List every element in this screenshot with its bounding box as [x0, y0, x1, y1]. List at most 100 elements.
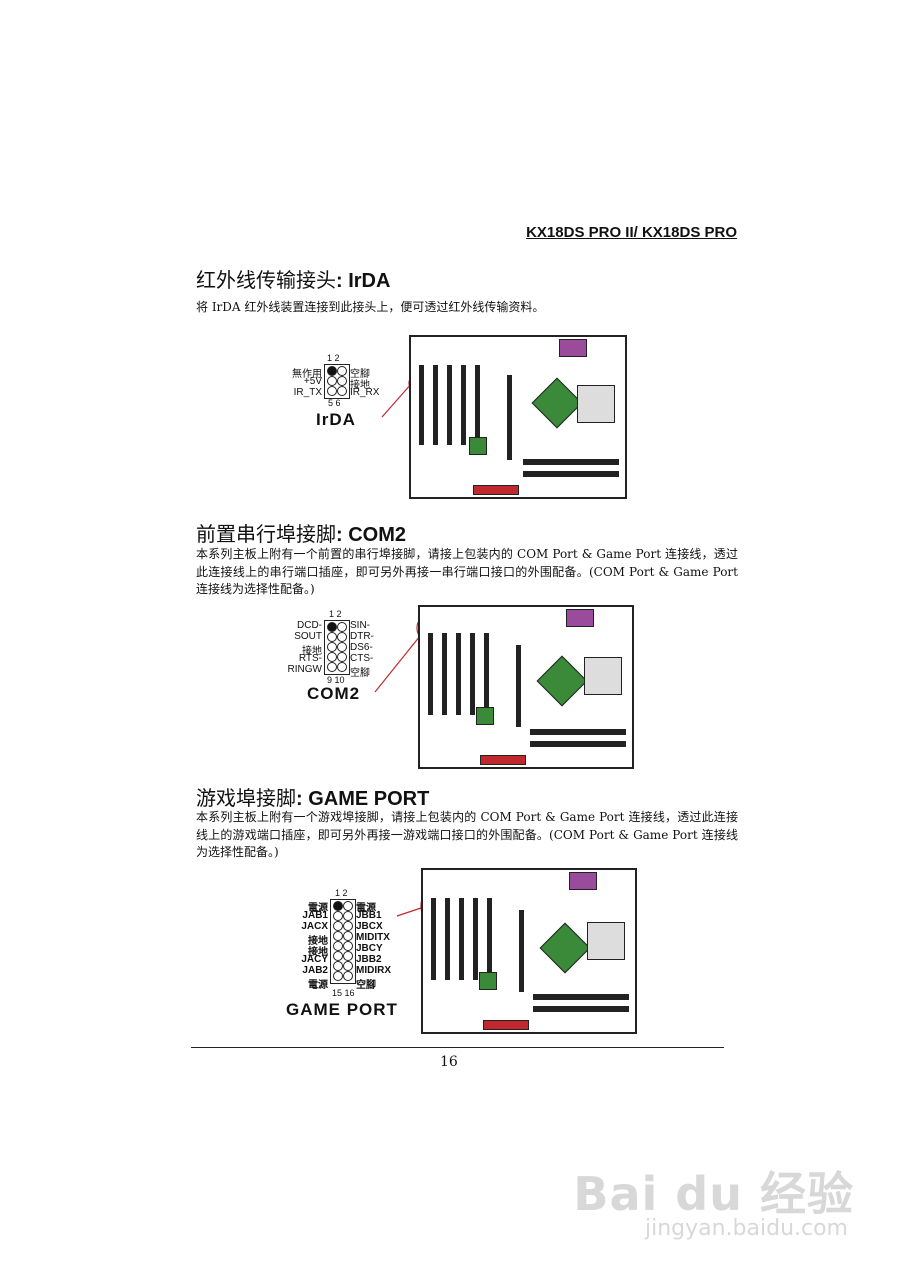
pin-label-right-6: JBB2 [356, 954, 382, 965]
dimm-slot [530, 729, 626, 735]
pin-number-top: 1 2 [329, 609, 342, 619]
pin [333, 931, 343, 941]
southbridge-chip [479, 972, 497, 990]
pci-slot [419, 365, 424, 445]
pin-label-right-5: 空腳 [350, 668, 370, 679]
pin-number-top: 1 2 [335, 888, 348, 898]
pin-6 [337, 386, 347, 396]
game-port-pin-diagram: 1 2 電源 JAB1 JACX 接地 接地 JACY JAB2 電源 電源 [284, 884, 414, 1024]
pin-label-left-8: 電源 [308, 980, 328, 991]
pin-label-right-4: MIDITX [356, 932, 390, 943]
pin-label-right-2: 接地 [350, 380, 370, 391]
pin [343, 941, 353, 951]
pin [333, 941, 343, 951]
pci-slot [487, 898, 492, 980]
section-title-game-port: 游戏埠接脚: GAME PORT [196, 782, 429, 811]
parallel-port [569, 872, 597, 890]
pin-label-right-1: 電源 [356, 903, 376, 914]
pin-number-bottom: 9 10 [327, 675, 345, 685]
cpu-socket [587, 922, 625, 960]
pin-label-right-8: 空腳 [356, 980, 376, 991]
agp-slot [519, 910, 524, 992]
pin-label-right-7: MIDIRX [356, 965, 391, 976]
motherboard-diagram-com2 [418, 605, 634, 769]
pin-label-left-1: 電源 [308, 903, 328, 914]
pin [333, 971, 343, 981]
pin-number-bottom: 15 16 [332, 988, 355, 998]
pin-label-left-1: 無作用 [292, 369, 322, 380]
pin [337, 642, 347, 652]
connector-name: IrDA [316, 410, 356, 429]
section-body-game-port: 本系列主板上附有一个游戏埠接脚，请接上包装内的 COM Port & Game … [196, 810, 738, 859]
title-en: : GAME PORT [296, 788, 430, 810]
parallel-port [559, 339, 587, 357]
title-cn: 红外线传输接头 [196, 268, 336, 292]
pci-slot [433, 365, 438, 445]
pin-2 [343, 901, 353, 911]
pin [343, 951, 353, 961]
motherboard-diagram-game-port [421, 868, 637, 1034]
pci-slot [461, 365, 466, 445]
connector-name: COM2 [307, 684, 361, 703]
pin [337, 632, 347, 642]
pin-header [324, 620, 350, 675]
connector-name: GAME PORT [286, 1000, 398, 1019]
pci-slot [484, 633, 489, 715]
parallel-port [566, 609, 594, 627]
pin [327, 632, 337, 642]
pin [327, 652, 337, 662]
pin [343, 931, 353, 941]
pin-header [330, 899, 356, 984]
pin-2 [337, 622, 347, 632]
pin-number-bottom: 5 6 [328, 398, 341, 408]
pin [333, 951, 343, 961]
pin-1 [333, 901, 343, 911]
pin-label-left-7: JAB2 [302, 965, 328, 976]
section-body-com2: 本系列主板上附有一个前置的串行埠接脚，请接上包装内的 COM Port & Ga… [196, 547, 738, 596]
pin-label-left-4: RTS- [298, 653, 322, 664]
com2-pin-diagram: 1 2 DCD- SOUT 接地 RTS- RINGW SIN- DTR- DS… [280, 605, 410, 705]
pin-label-left-3: JACX [301, 921, 328, 932]
pci-slot [445, 898, 450, 980]
agp-slot [516, 645, 521, 727]
pin [337, 662, 347, 672]
title-en: : COM2 [336, 524, 406, 546]
pci-slot [447, 365, 452, 445]
dimm-slot [533, 994, 629, 1000]
pin [343, 911, 353, 921]
cpu-socket [577, 385, 615, 423]
pin-2 [337, 366, 347, 376]
pin-label-left-2: +5V [303, 376, 322, 387]
section-title-irda: 红外线传输接头: IrDA [196, 264, 390, 293]
agp-slot [507, 375, 512, 460]
pin [333, 911, 343, 921]
pin [327, 642, 337, 652]
southbridge-chip [469, 437, 487, 455]
section-title-com2: 前置串行埠接脚: COM2 [196, 518, 406, 547]
pin-3 [327, 376, 337, 386]
cpu-socket [584, 657, 622, 695]
pin [333, 921, 343, 931]
pin-label-left-6: JACY [301, 954, 328, 965]
ide-connector [483, 1020, 529, 1030]
model-header: KX18DS PRO II/ KX18DS PRO [526, 224, 737, 241]
pin-4 [337, 376, 347, 386]
irda-pin-diagram: 1 2 無作用 +5V IR_TX 空腳 接地 IR_RX 5 6 IrDA [290, 350, 400, 430]
title-cn: 前置串行埠接脚 [196, 522, 336, 546]
southbridge-chip [476, 707, 494, 725]
title-cn: 游戏埠接脚 [196, 786, 296, 810]
pci-slot [456, 633, 461, 715]
pci-slot [459, 898, 464, 980]
pin-label-left-3: IR_TX [293, 387, 322, 398]
dimm-slot [523, 459, 619, 465]
northbridge-chip [531, 377, 583, 429]
pin [327, 662, 337, 672]
pin [343, 921, 353, 931]
pin [343, 971, 353, 981]
pin-1 [327, 366, 337, 376]
pci-slot [473, 898, 478, 980]
pin-label-left-1: DCD- [297, 620, 322, 631]
dimm-slot [523, 471, 619, 477]
pin-label-left-5: 接地 [308, 947, 328, 958]
pin-label-left-2: SOUT [294, 631, 322, 642]
